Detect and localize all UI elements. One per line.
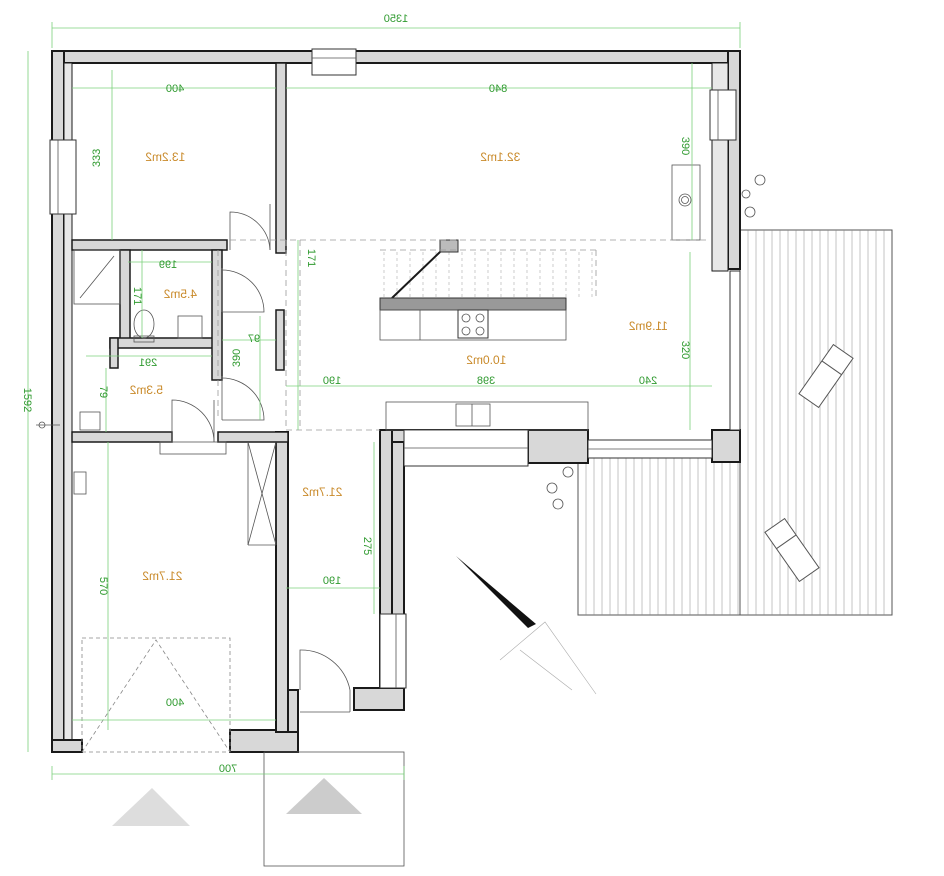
interior-walls bbox=[71, 62, 289, 443]
area-bath: 4.5m2 bbox=[163, 287, 197, 301]
dim-hall-width-1: 190 bbox=[323, 375, 341, 387]
dim-dining-height: 320 bbox=[679, 341, 691, 359]
area-outlines bbox=[217, 239, 710, 431]
dim-room-top-left-height: 333 bbox=[91, 149, 103, 167]
dim-total-height: 1592 bbox=[21, 388, 33, 412]
dim-corridor-height: 275 bbox=[361, 537, 373, 555]
dim-kitchen-width: 398 bbox=[477, 375, 495, 387]
area-living: 32.1m2 bbox=[480, 150, 520, 164]
terrace-deck bbox=[577, 229, 893, 616]
area-bedroom: 13.2m2 bbox=[145, 150, 185, 164]
dimension-labels: 1350 400 840 1592 333 390 171 199 171 29… bbox=[21, 13, 691, 775]
dim-dining-width: 240 bbox=[639, 375, 657, 387]
dim-bottom-width: 700 bbox=[219, 763, 237, 775]
fixtures bbox=[36, 164, 854, 867]
dim-room-top-right-width: 840 bbox=[489, 83, 507, 95]
area-garage: 21.7m2 bbox=[142, 569, 182, 583]
dim-wc-width: 291 bbox=[139, 357, 157, 369]
dim-bath-height: 171 bbox=[131, 287, 143, 305]
dim-room-top-left-width: 400 bbox=[166, 83, 184, 95]
area-kitchen: 10.0m2 bbox=[466, 353, 506, 367]
dim-garage-width: 400 bbox=[166, 697, 184, 709]
dimension-lines bbox=[27, 22, 741, 780]
doors bbox=[159, 204, 351, 713]
dim-hall-small-height: 390 bbox=[231, 349, 243, 367]
dim-corridor-width: 190 bbox=[323, 575, 341, 587]
dim-bath-width: 199 bbox=[159, 259, 177, 271]
area-hall: 21.7m2 bbox=[302, 485, 342, 499]
area-wc: 5.3m2 bbox=[129, 383, 163, 397]
dim-stair-height: 171 bbox=[305, 249, 317, 267]
dim-garage-height: 570 bbox=[97, 577, 109, 595]
dim-total-width: 1350 bbox=[384, 13, 408, 25]
dim-hall-small-width: 97 bbox=[248, 333, 260, 345]
area-dining: 11.9m2 bbox=[628, 319, 667, 333]
room-area-labels: 13.2m2 32.1m2 4.5m2 5.3m2 10.0m2 11.9m2 … bbox=[129, 150, 668, 583]
dim-wc-height: 79 bbox=[97, 386, 109, 398]
dim-right-window-height: 390 bbox=[679, 137, 691, 155]
windows bbox=[49, 48, 741, 689]
